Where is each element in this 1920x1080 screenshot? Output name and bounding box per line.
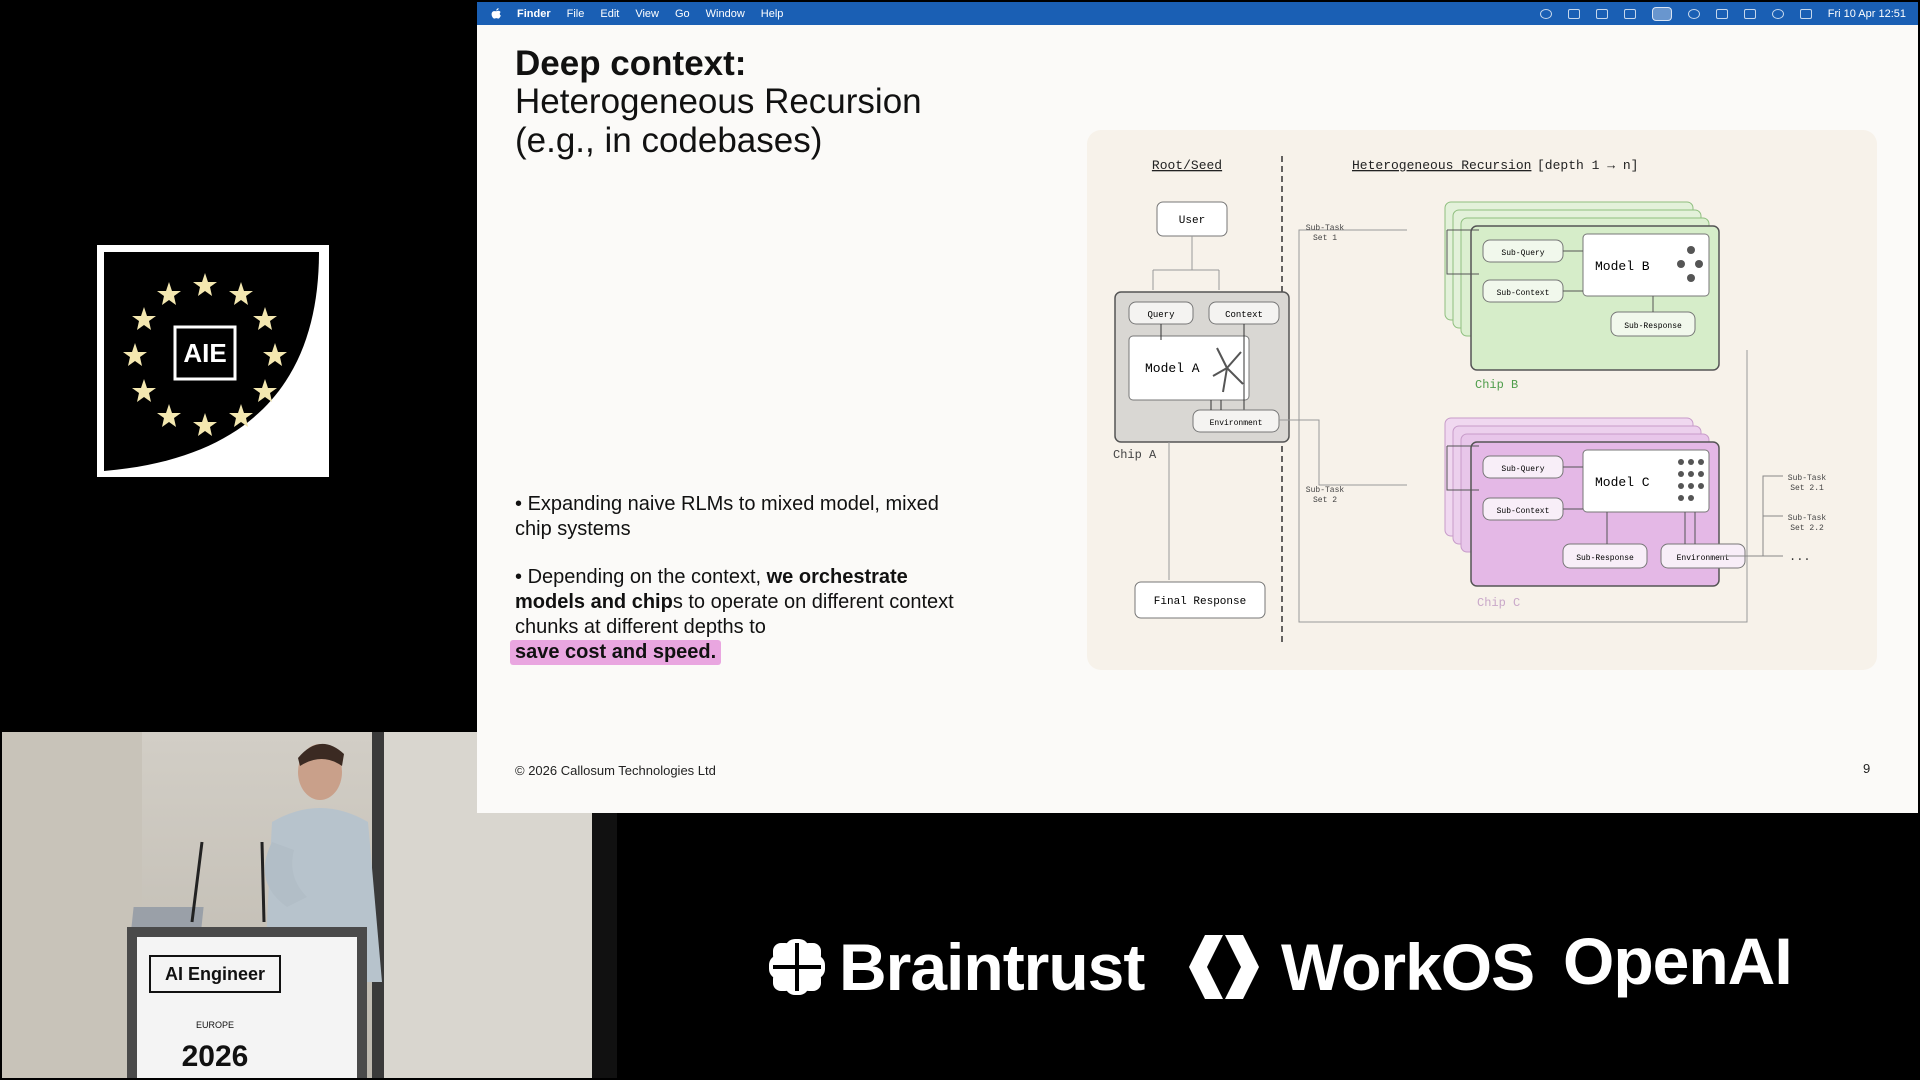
screen-share-icon[interactable] [1651,6,1672,21]
macos-menubar: Finder File Edit View Go Window Help Fri… [477,2,1918,25]
copyright: © 2026 Callosum Technologies Ltd [515,763,716,778]
braintrust-logo-icon [769,939,825,995]
root-header: Root/Seed [1152,158,1222,173]
model-c-icon [1678,459,1704,501]
status-icon[interactable] [1539,8,1552,19]
menu-file[interactable]: File [566,7,585,20]
chip-b-stack: Sub-Query Sub-Context Model B Sub-Respon… [1444,201,1720,392]
model-b-icon [1677,246,1703,282]
subtask-2-2-label: Set 2.2 [1790,524,1824,533]
subtask-2-1-label: Set 2.1 [1790,484,1824,493]
aie-logo: AIE [97,245,329,477]
subtask-2-1-label: Sub-Task [1788,474,1827,483]
subtask-set2-label: Sub-Task [1306,486,1345,495]
menu-edit[interactable]: Edit [600,7,620,20]
sub-query-node: Sub-Query [1501,249,1544,258]
sub-context-node: Sub-Context [1497,507,1550,516]
bullet-bold: we orchestrate models and chip [515,566,908,613]
sub-response-node: Sub-Response [1576,554,1634,563]
model-a-node: Model A [1145,361,1200,376]
podium-sub: EUROPE [196,1020,234,1030]
sponsor-name: WorkOS [1281,930,1535,1004]
sponsor-name: OpenAI [1563,924,1793,998]
context-node: Context [1225,310,1263,320]
page-number: 9 [1863,761,1871,776]
query-node: Query [1147,310,1175,320]
slide-subtitle-example: (e.g., in codebases) [515,121,823,160]
menu-window[interactable]: Window [705,7,745,20]
podium: AI Engineer EUROPE 2026 [127,907,367,1078]
aie-logo-text: AIE [183,338,226,368]
subtask-set1-label: Set 1 [1313,234,1337,243]
menu-view[interactable]: View [635,7,659,20]
slide-title: Deep context: [515,44,747,83]
bullet-point: • Depending on the context, we orchestra… [510,565,965,665]
slide-subtitle: Heterogeneous Recursion [515,82,922,121]
bullet-point: • Expanding naive RLMs to mixed model, m… [515,493,939,540]
sponsor-openai: OpenAI [1563,923,1793,999]
chip-c-label: Chip C [1477,596,1520,610]
bullet-text: Expanding naive RLMs to mixed model, mix… [515,493,939,540]
sponsor-name: Braintrust [839,930,1145,1004]
battery-icon[interactable] [1715,8,1728,19]
menubar-clock[interactable]: Fri 10 Apr 12:51 [1827,7,1906,20]
grid-icon[interactable] [1595,8,1608,19]
environment-node: Environment [1210,419,1263,428]
sub-response-node: Sub-Response [1624,322,1682,331]
model-c-node: Model C [1595,475,1650,490]
sponsor-braintrust: Braintrust [769,929,1145,1005]
podium-year: 2026 [182,1040,249,1073]
menu-go[interactable]: Go [674,7,690,20]
subtask-set1-label: Sub-Task [1306,224,1345,233]
bullet-text: Depending on the context, [527,566,767,588]
podium-label: AI Engineer [165,964,265,984]
network-icon [1212,347,1244,393]
more-subtasks: ... [1789,550,1811,564]
control-center-icon[interactable] [1743,8,1756,19]
bullet-text: s to operate on different context chunks… [515,591,954,638]
wifi-icon[interactable] [1687,8,1700,19]
highlighted-text: save cost and speed. [510,640,722,665]
recursion-diagram: Root/Seed Heterogeneous Recursion [depth… [1087,130,1877,670]
chip-b-label: Chip B [1475,378,1518,392]
chip-a-label: Chip A [1113,448,1157,462]
model-b-node: Model B [1595,259,1650,274]
apple-icon[interactable] [489,7,503,21]
drive-icon[interactable] [1567,8,1580,19]
final-response-node: Final Response [1154,596,1246,608]
user-node: User [1179,215,1205,227]
sub-context-node: Sub-Context [1497,289,1550,298]
recursion-header: Heterogeneous Recursion [1352,158,1531,173]
sponsor-workos: WorkOS [1189,929,1535,1005]
menu-finder[interactable]: Finder [517,7,551,20]
environment-node: Environment [1677,554,1730,563]
chip-c-stack: Sub-Query Sub-Context Model C Sub-Respon… [1444,417,1746,610]
star-ring-icon [123,273,287,436]
shared-screen: Finder File Edit View Go Window Help Fri… [477,2,1918,813]
subtask-2-2-label: Sub-Task [1788,514,1827,523]
toggle-icon[interactable] [1799,8,1812,19]
subtask-set2-label: Set 2 [1313,496,1337,505]
workos-logo-icon [1189,935,1259,999]
recursion-depth: [depth 1 → n] [1537,158,1638,173]
volume-icon[interactable] [1623,8,1636,19]
search-icon[interactable] [1771,8,1784,19]
menu-help[interactable]: Help [760,7,784,20]
sponsor-strip: Braintrust WorkOS OpenAI [617,813,1920,1080]
sub-query-node: Sub-Query [1501,465,1544,474]
